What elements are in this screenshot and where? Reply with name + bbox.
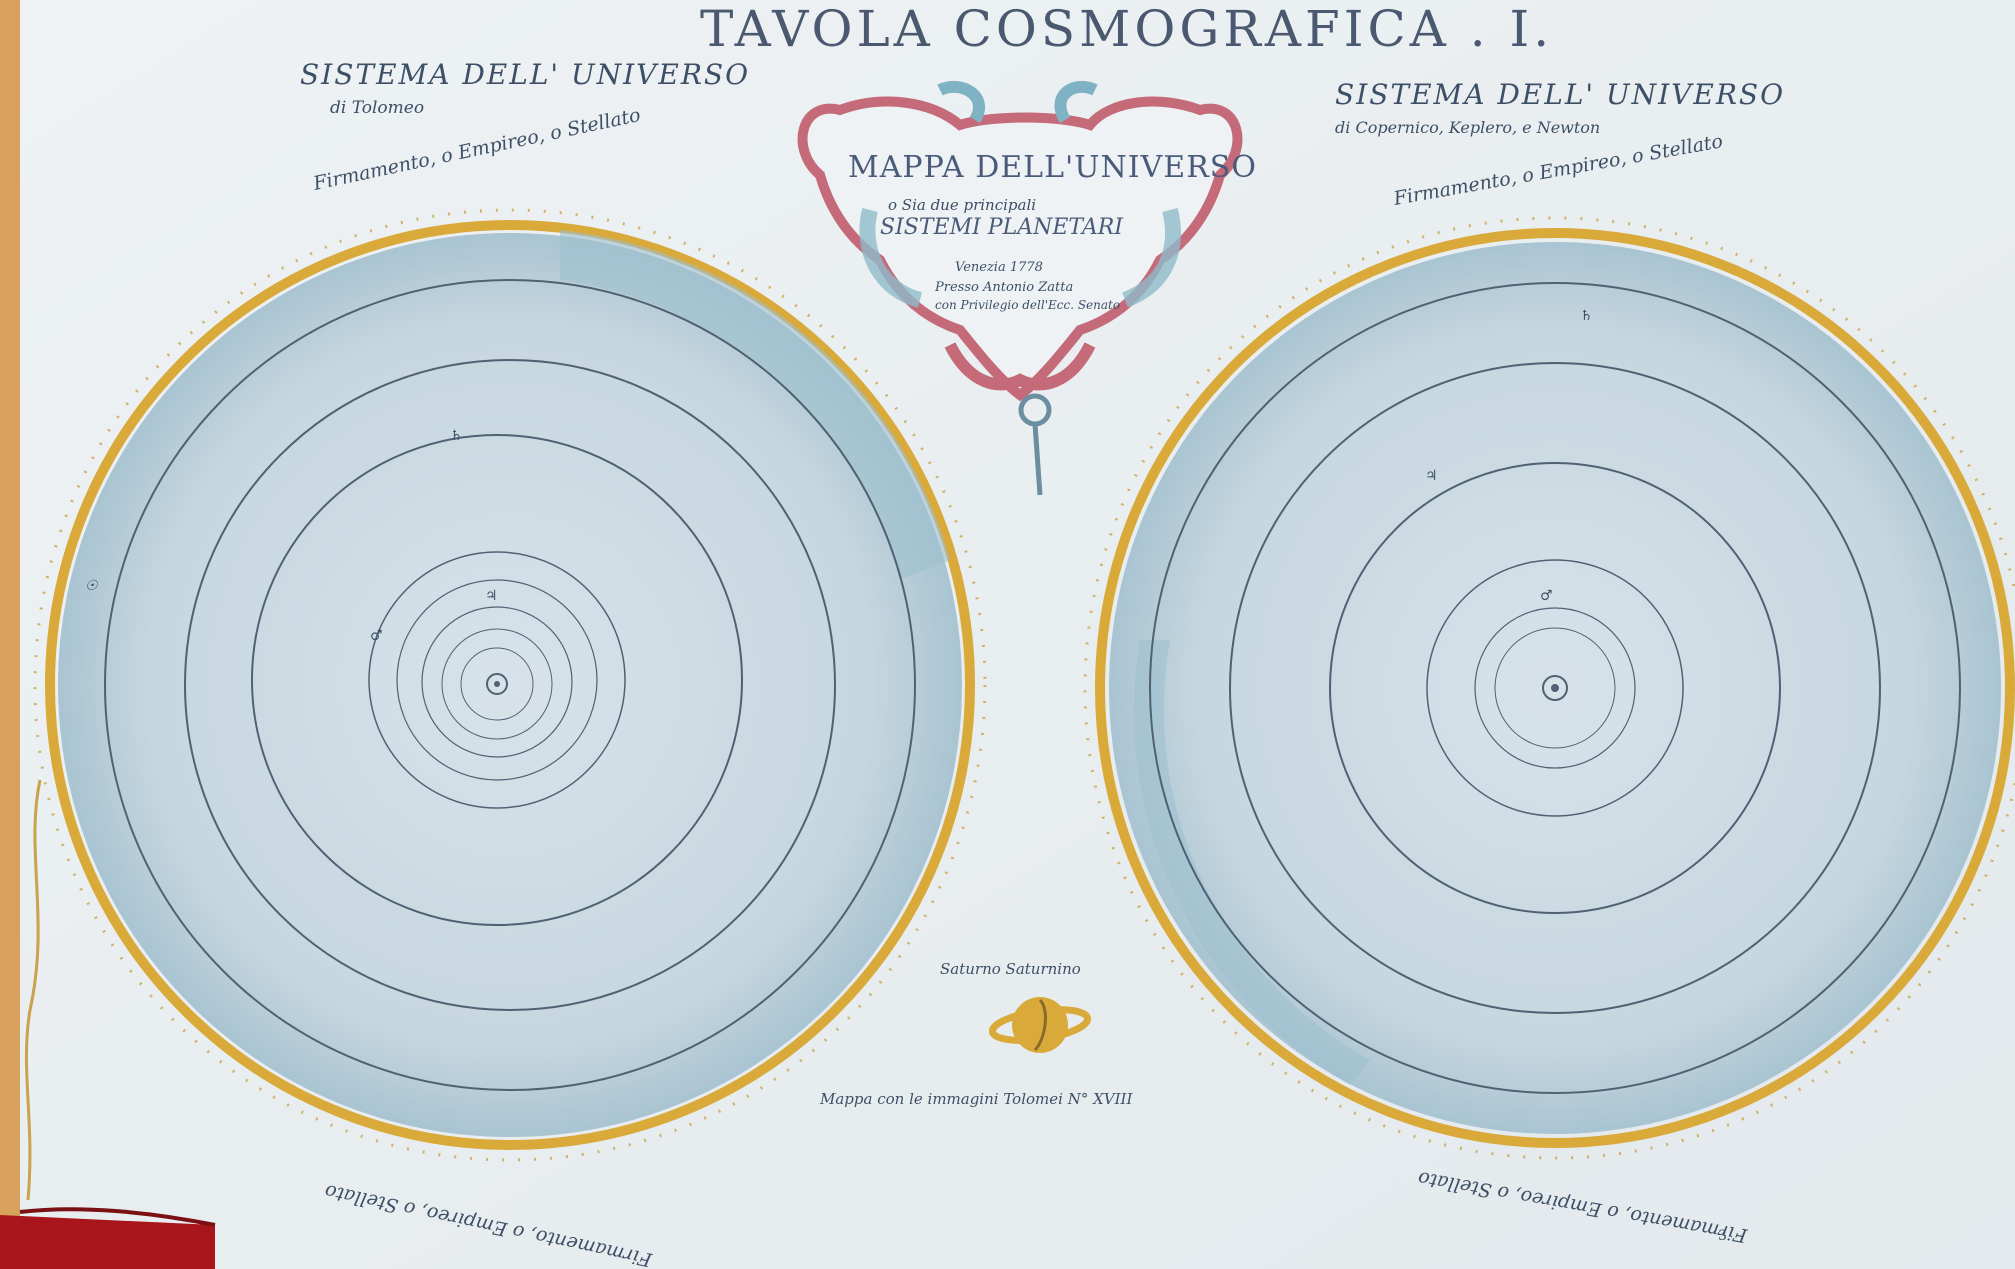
saturn-label: Saturno Saturnino [940,960,1081,978]
right-system-heading: SISTEMA DELL' UNIVERSO [1335,78,1785,111]
svg-text:♂: ♂ [1540,588,1553,604]
cartouche-line-3: con Privilegio dell'Ecc. Senato [935,298,1120,312]
svg-text:☉: ☉ [85,578,99,594]
cartouche-title: MAPPA DELL'UNIVERSO [848,150,1257,185]
left-page-edge [0,0,20,1269]
bottom-note: Mappa con le immagini Tolomei N° XVIII [820,1090,1132,1108]
planet-glyph: ♄ [450,428,463,444]
left-system-subheading: di Tolomeo [330,98,424,118]
plate-number: 3 [1718,1228,1727,1244]
svg-text:♄: ♄ [1580,308,1593,324]
plate-title: TAVOLA COSMOGRAFICA . I. [700,0,1553,58]
cartouche-line-1: Venezia 1778 [955,260,1043,275]
right-system-subheading: di Copernico, Keplero, e Newton [1335,118,1600,137]
svg-text:♂: ♂ [370,628,383,644]
left-system-heading: SISTEMA DELL' UNIVERSO [300,58,750,91]
cartouche-subtitle: o Sia due principali [888,196,1036,214]
svg-text:♃: ♃ [1425,468,1438,484]
svg-text:♃: ♃ [485,588,498,604]
cartouche-line-2: Presso Antonio Zatta [935,280,1073,295]
cartouche-system-label: SISTEMI PLANETARI [880,215,1123,240]
